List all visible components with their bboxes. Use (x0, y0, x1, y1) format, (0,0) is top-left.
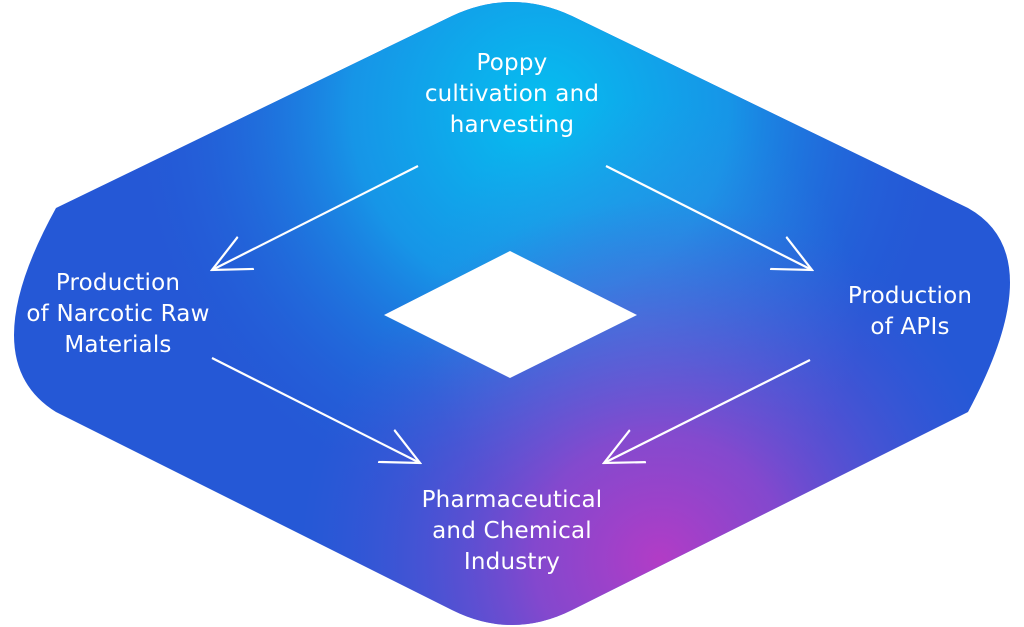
node-label-line: of APIs (870, 314, 950, 340)
node-label-line: Industry (463, 549, 561, 575)
node-production-of-apis: Production of APIs (800, 281, 1020, 343)
node-label-line: Poppy (476, 50, 548, 76)
node-label-line: cultivation and (424, 81, 600, 107)
arrow-left-to-bottom-icon (211, 357, 420, 463)
node-poppy-cultivation: Poppy cultivation and harvesting (362, 48, 662, 141)
node-label-line: harvesting (449, 112, 575, 138)
node-narcotic-raw-materials: Production of Narcotic Raw Materials (0, 268, 238, 361)
node-pharmaceutical-chemical-industry: Pharmaceutical and Chemical Industry (362, 485, 662, 578)
center-diamond (384, 251, 637, 378)
node-label-line: Pharmaceutical (421, 487, 603, 513)
node-label-line: Production (55, 270, 181, 296)
node-label-line: of Narcotic Raw (26, 301, 210, 327)
arrow-top-to-left-icon (212, 165, 419, 270)
node-label-line: and Chemical (432, 518, 592, 544)
node-label-line: Production (847, 283, 973, 309)
arrow-top-to-right-icon (605, 165, 812, 270)
node-label-line: Materials (64, 332, 172, 358)
flow-arrows (211, 165, 812, 463)
arrow-right-to-bottom-icon (604, 359, 811, 463)
